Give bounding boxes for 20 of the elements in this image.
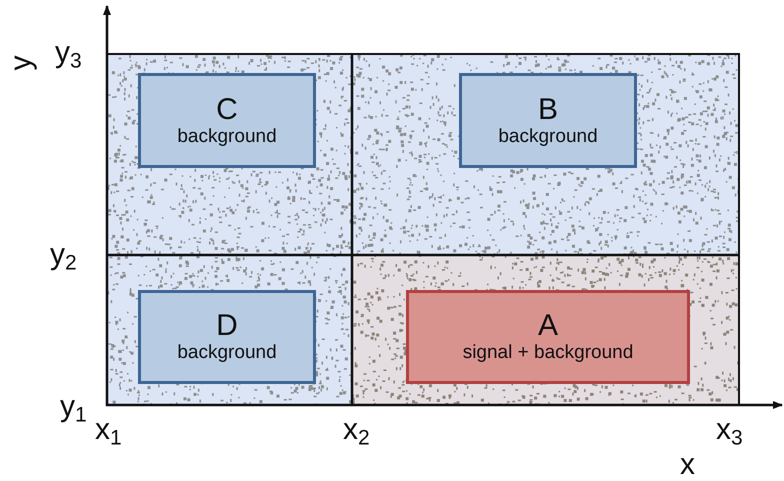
region-description: signal + background: [462, 342, 634, 365]
axis-label: x$_{1}$: [95, 415, 122, 448]
axis-label: y: [6, 56, 36, 70]
region-letter: B: [538, 92, 558, 126]
region-description: background: [498, 126, 598, 148]
axis-label: y$_{3}$: [55, 38, 82, 72]
region-letter: C: [216, 92, 238, 126]
axis-label: x$_{2}$: [343, 415, 370, 448]
region-letter: D: [216, 309, 238, 342]
axis-label: y$_{2}$: [50, 240, 77, 274]
region-description: background: [177, 342, 277, 365]
region-box: [406, 290, 690, 384]
region-box: [138, 73, 316, 168]
axis-label: y$_{1}$: [60, 392, 87, 426]
axis-label: x: [680, 450, 695, 480]
region-box: [138, 290, 316, 384]
region-letter: A: [538, 309, 558, 342]
axis-label: x$_{3}$: [716, 415, 743, 448]
region-box: [459, 73, 637, 168]
region-description: background: [177, 126, 277, 148]
